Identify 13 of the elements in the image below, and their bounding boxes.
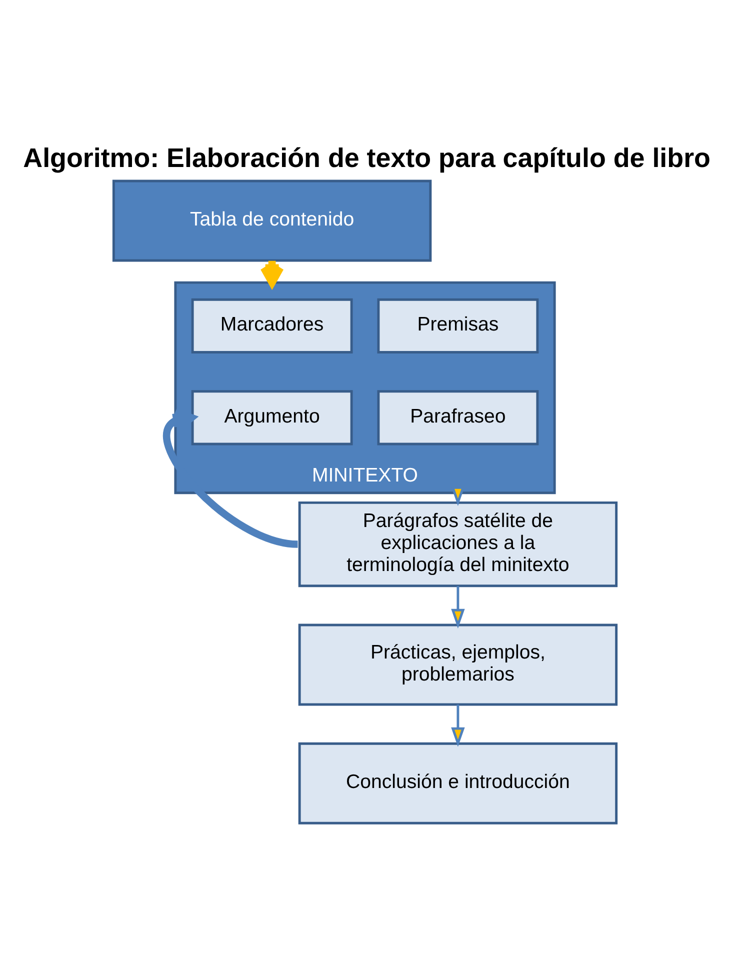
- node-box: Parafraseo: [377, 390, 539, 445]
- node-box: Parágrafos satélite de explicaciones a la terminología del minitexto: [298, 500, 618, 587]
- arrow: [451, 586, 465, 628]
- node-box: Tabla de contenido: [112, 179, 432, 262]
- node-box: Marcadores: [191, 298, 353, 353]
- node-box: Argumento: [191, 390, 353, 445]
- diagram-title: Algoritmo: Elaboración de texto para capítulo de libro: [23, 142, 710, 173]
- arrow: [163, 408, 298, 548]
- node-box: Prácticas, ejemplos, problemarios: [298, 623, 618, 706]
- node-box: Premisas: [377, 298, 539, 353]
- arrow: [451, 486, 465, 506]
- arrow: [451, 704, 465, 746]
- node-box: Conclusión e introducción: [298, 742, 618, 824]
